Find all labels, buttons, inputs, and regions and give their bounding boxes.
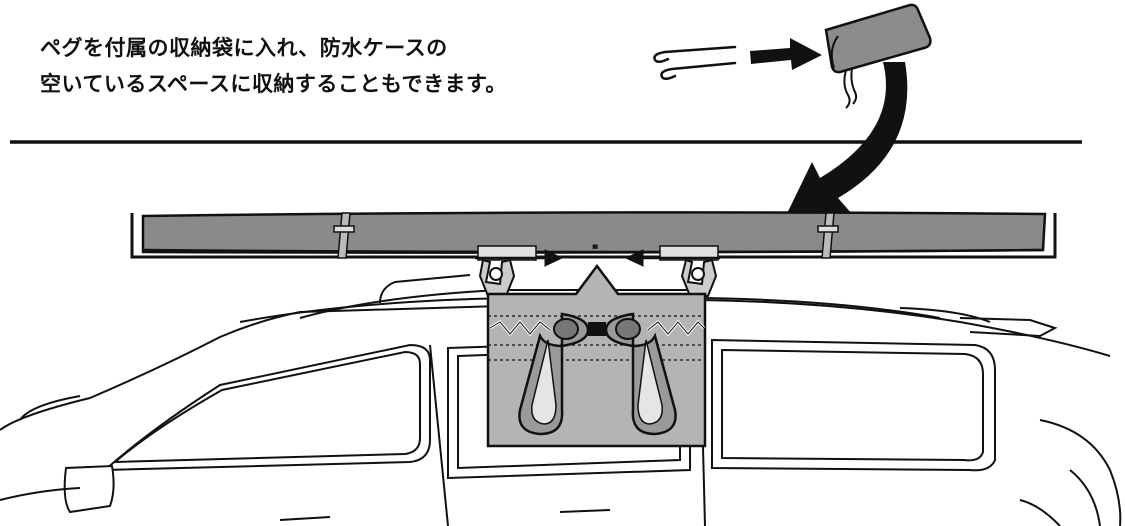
instruction-line-1: ペグを付属の収納袋に入れ、防水ケースの: [40, 36, 448, 60]
roof-hook: [478, 258, 718, 297]
arrow-icon: ": [475, 243, 720, 267]
instruction-line-2: 空いているスペースに収納することもできます。: [40, 72, 507, 96]
peg-icon: [653, 45, 737, 80]
car-icon: [0, 274, 1122, 526]
arrow-icon: [780, 62, 908, 228]
arrow-icon: [750, 38, 822, 70]
storage-bag-icon: [824, 3, 932, 109]
waterproof-case: [141, 211, 1047, 259]
case-bracket: [130, 213, 1057, 259]
strap-detail: [486, 263, 707, 448]
instruction-text: ペグを付属の収納袋に入れ、防水ケースの 空いているスペースに収納することもできま…: [40, 30, 640, 102]
svg-text:": ": [592, 243, 598, 257]
